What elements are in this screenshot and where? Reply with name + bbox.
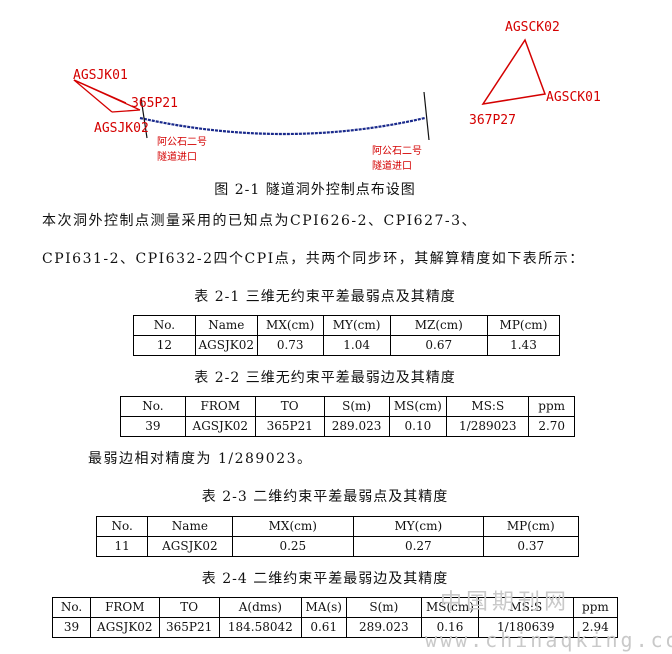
table3: No. Name MX(cm) MY(cm) MP(cm) 11 AGSJK02… (95, 516, 580, 557)
table-header-cell: Name (147, 516, 233, 537)
table-cell: 365P21 (158, 617, 220, 638)
watermark-cn: 中国期刊网 (440, 590, 571, 615)
table-cell: 0.37 (482, 536, 580, 557)
table-cell: 289.023 (323, 416, 390, 437)
table-header-cell: MP(cm) (482, 516, 580, 537)
table-header-cell: Name (194, 315, 258, 336)
label-tunnel-right-1: 阿公石二号 (372, 145, 422, 157)
label-tunnel-left-2: 隧道进口 (157, 150, 197, 163)
table-cell: 365P21 (254, 416, 325, 437)
table-row: 39 AGSJK02 365P21 289.023 0.10 1/289023 … (120, 416, 575, 437)
table-header-cell: MX(cm) (256, 315, 324, 336)
table-cell: AGSJK02 (147, 536, 233, 557)
paragraph-line-2: CPI631-2、CPI632-2四个CPI点，共两个同步环，其解算精度如下表所… (42, 251, 585, 267)
table3-caption: 表 2-3 二维约束平差最弱点及其精度 (201, 489, 449, 505)
table-header-cell: S(m) (345, 597, 423, 618)
table-cell: 11 (95, 536, 149, 557)
label-agsjk01: AGSJK01 (73, 68, 128, 83)
table-cell: 39 (51, 617, 92, 638)
table-header-row: No. Name MX(cm) MY(cm) MP(cm) (95, 516, 580, 537)
table-cell: 0.67 (389, 335, 488, 356)
table-header-cell: S(m) (323, 396, 390, 417)
table-cell: 1/180639 (477, 617, 574, 638)
table-header-cell: MS(cm) (421, 597, 479, 618)
tunnel-portal-right (423, 91, 430, 141)
table-header-cell: FROM (90, 597, 160, 618)
table-cell: 2.70 (528, 416, 575, 437)
table-cell: 0.25 (231, 536, 355, 557)
table-row: 12 AGSJK02 0.73 1.04 0.67 1.43 (133, 335, 561, 356)
table-header-cell: No. (120, 396, 186, 417)
label-agsck02: AGSCK02 (505, 20, 560, 35)
table-header-cell: TO (158, 597, 220, 618)
table-cell: 12 (133, 335, 196, 356)
table-header-cell: TO (254, 396, 325, 417)
table-cell: 0.27 (353, 536, 484, 557)
table-header-cell: MZ(cm) (389, 315, 488, 336)
table-header-cell: MS(cm) (388, 396, 448, 417)
table-cell: 0.61 (300, 617, 347, 638)
watermark-url: www.chinaqking.com (425, 628, 672, 652)
table-cell: 0.16 (421, 617, 479, 638)
left-control-network (73, 79, 141, 113)
table-header-row: No. FROM TO S(m) MS(cm) MS:S ppm (120, 396, 575, 417)
table-cell: 0.10 (388, 416, 448, 437)
figure-caption: 图 2-1 隧道洞外控制点布设图 (214, 182, 416, 198)
table-header-cell: MP(cm) (486, 315, 561, 336)
table-cell: AGSJK02 (184, 416, 256, 437)
right-control-triangle (481, 38, 547, 106)
table-cell: 1.43 (486, 335, 561, 356)
table1-caption: 表 2-1 三维无约束平差最弱点及其精度 (194, 289, 456, 305)
label-tunnel-left-1: 阿公石二号 (157, 136, 207, 148)
table-header-cell: A(dms) (218, 597, 302, 618)
table-header-cell: MX(cm) (231, 516, 355, 537)
table4: No. FROM TO A(dms) MA(s) S(m) MS(cm) MS:… (51, 597, 619, 638)
table-row: 39 AGSJK02 365P21 184.58042 0.61 289.023… (51, 617, 619, 638)
label-367p27: 367P27 (469, 113, 516, 128)
paragraph-line-1: 本次洞外控制点测量采用的已知点为CPI626-2、CPI627-3、 (42, 213, 478, 229)
label-tunnel-right-2: 隧道进口 (372, 159, 412, 172)
label-agsjk02: AGSJK02 (94, 121, 149, 136)
table-cell: AGSJK02 (90, 617, 160, 638)
table-header-cell: No. (51, 597, 92, 618)
label-365p21: 365P21 (131, 96, 178, 111)
table-header-row: No. FROM TO A(dms) MA(s) S(m) MS(cm) MS:… (51, 597, 619, 618)
table4-caption: 表 2-4 二维约束平差最弱边及其精度 (201, 571, 449, 587)
table-cell: 1/289023 (446, 416, 530, 437)
table-cell: AGSJK02 (194, 335, 258, 356)
table-header-cell: MS:S (446, 396, 530, 417)
table-cell: 1.04 (322, 335, 391, 356)
table-header-cell: MA(s) (300, 597, 347, 618)
table-cell: 2.94 (572, 617, 619, 638)
tunnel-alignment (139, 116, 426, 136)
label-agsck01: AGSCK01 (546, 90, 601, 105)
table2: No. FROM TO S(m) MS(cm) MS:S ppm 39 AGSJ… (120, 396, 575, 437)
table-header-cell: ppm (572, 597, 619, 618)
table-header-cell: FROM (184, 396, 256, 417)
control-point-diagram: AGSJK01 AGSJK02 365P21 AGSCK02 AGSCK01 3… (73, 20, 601, 172)
table-header-row: No. Name MX(cm) MY(cm) MZ(cm) MP(cm) (133, 315, 561, 336)
table2-caption: 表 2-2 三维无约束平差最弱边及其精度 (194, 370, 456, 386)
table-header-cell: No. (133, 315, 196, 336)
table-cell: 289.023 (345, 617, 423, 638)
table-cell: 39 (120, 416, 186, 437)
table1: No. Name MX(cm) MY(cm) MZ(cm) MP(cm) 12 … (133, 315, 561, 356)
table-header-cell: ppm (528, 396, 575, 417)
table-header-cell: MY(cm) (322, 315, 391, 336)
weak-edge-note: 最弱边相对精度为 1/289023。 (88, 451, 313, 467)
table-header-cell: MY(cm) (353, 516, 484, 537)
table-cell: 0.73 (256, 335, 324, 356)
table-header-cell: No. (95, 516, 149, 537)
table-cell: 184.58042 (218, 617, 302, 638)
tunnel-portal-left (140, 97, 148, 139)
table-row: 11 AGSJK02 0.25 0.27 0.37 (95, 536, 580, 557)
